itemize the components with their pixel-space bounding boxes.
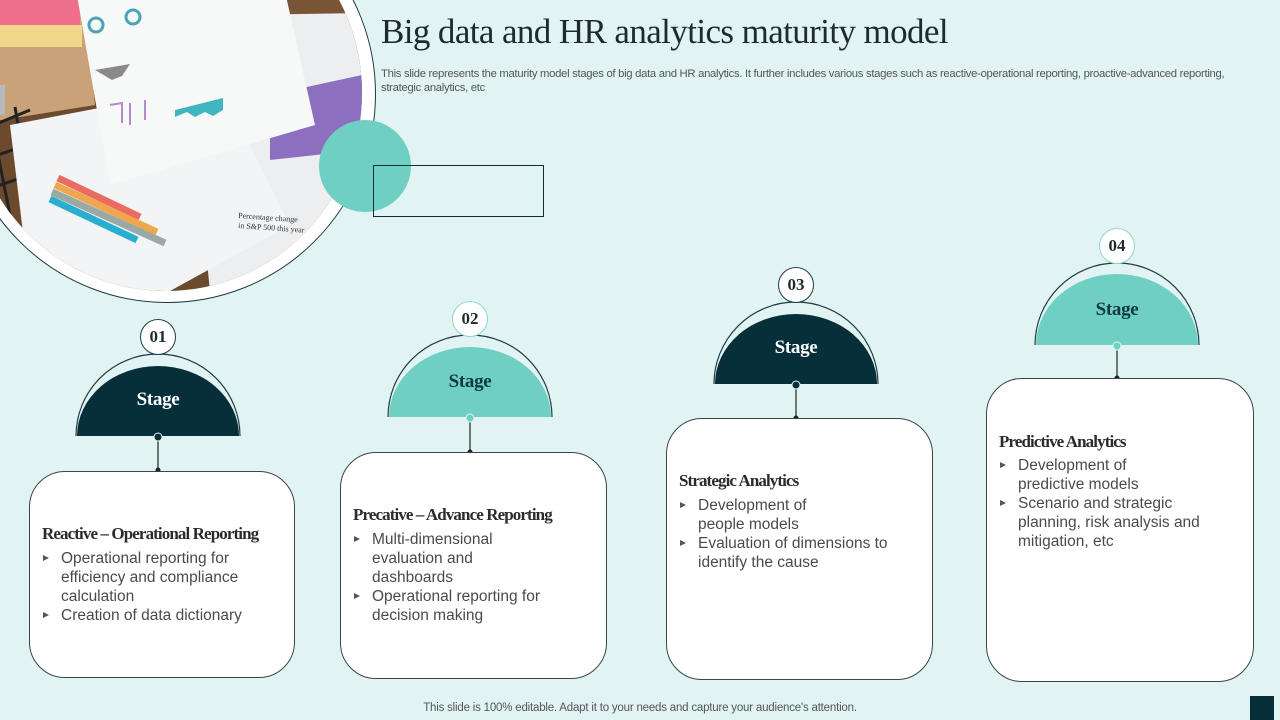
photo-caption-text: Percentage change: [238, 211, 299, 224]
stage-1-bullets: Operational reporting for efficiency and…: [42, 549, 286, 625]
desk-charts-photo: Percentage change in S&P 500 this year: [0, 0, 362, 291]
stage-1-label: Stage: [136, 389, 180, 410]
decorative-teal-circle: [319, 120, 411, 212]
bullet-item: Operational reporting for decision makin…: [353, 587, 562, 625]
slide-footer: This slide is 100% editable. Adapt it to…: [423, 702, 857, 714]
stage-4-title: Predictive Analytics: [999, 432, 1127, 451]
stage-2-title: Precative – Advance Reporting: [353, 505, 553, 524]
photo-illustration: Percentage change in S&P 500 this year: [0, 0, 362, 291]
bullet-item: Operational reporting for efficiency and…: [42, 549, 241, 606]
stage-1-title: Reactive – Operational Reporting: [42, 524, 259, 543]
bullet-item: Evaluation of dimensions to identify the…: [679, 534, 898, 572]
slide-subtitle: This slide represents the maturity model…: [381, 68, 1225, 94]
bullet-item: Scenario and strategic planning, risk an…: [999, 494, 1223, 551]
bullet-item: Multi-dimensional evaluation and dashboa…: [353, 530, 502, 587]
stage-4-number-badge: 04: [1099, 228, 1135, 264]
stage-2-card: Precative – Advance Reporting Multi-dime…: [340, 452, 607, 679]
bullet-item: Creation of data dictionary: [42, 606, 286, 625]
stage-3-label: Stage: [774, 337, 818, 358]
decorative-outline-rectangle: [373, 165, 544, 217]
bullet-item: Development of people models: [679, 496, 828, 534]
stage-1-card: Reactive – Operational Reporting Operati…: [29, 471, 295, 678]
stage-3-bullets: Development of people models Evaluation …: [679, 496, 924, 572]
stage-2-label: Stage: [448, 371, 492, 392]
slide-title: Big data and HR analytics maturity model: [381, 12, 949, 51]
corner-accent-square: [1250, 696, 1274, 720]
stage-1-number-badge: 01: [140, 319, 176, 355]
stage-3-number-badge: 03: [778, 267, 814, 303]
stage-3-card: Strategic Analytics Development of peopl…: [666, 418, 933, 680]
stage-3-title: Strategic Analytics: [679, 471, 799, 490]
bullet-item: Development of predictive models: [999, 456, 1158, 494]
stage-4-bullets: Development of predictive models Scenari…: [999, 456, 1245, 551]
stage-4-label: Stage: [1095, 299, 1139, 320]
stage-4-card: Predictive Analytics Development of pred…: [986, 378, 1254, 682]
stage-2-bullets: Multi-dimensional evaluation and dashboa…: [353, 530, 598, 625]
stage-2-number-badge: 02: [452, 301, 488, 337]
